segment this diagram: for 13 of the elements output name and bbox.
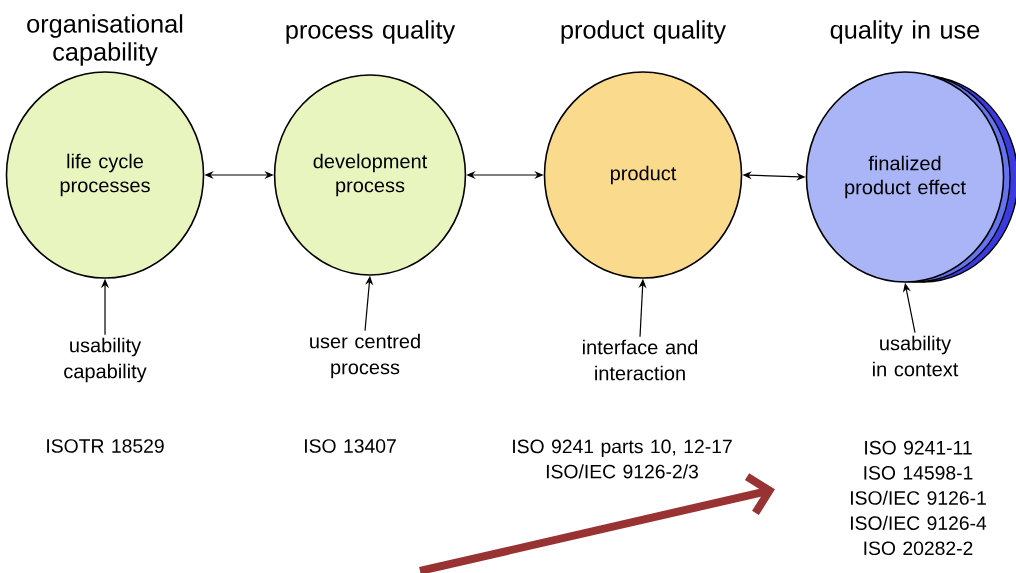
caption-text: usability capability bbox=[64, 337, 147, 383]
caption-text: user centred process bbox=[310, 333, 420, 379]
circle-heading: process quality bbox=[286, 20, 456, 44]
caption-text: interface and interaction bbox=[582, 339, 698, 381]
caption-text: ISOTR 18529 bbox=[47, 439, 164, 453]
arrow bbox=[419, 473, 775, 573]
circle-heading: product quality bbox=[561, 20, 726, 44]
caption-text: usability in context bbox=[873, 335, 959, 377]
circle-heading: organisational capability bbox=[27, 14, 183, 66]
caption-text: ISO 9241-11 ISO 14598-1 ISO/IEC 9126-1 ISO/IEC 9126-4 ISO 20282-2 bbox=[851, 440, 987, 556]
circle-heading: quality in use bbox=[830, 20, 980, 44]
caption-text: ISO 13407 bbox=[305, 439, 396, 453]
caption-text: ISO 9241 parts 10, 12-17 ISO/IEC 9126-2/3 bbox=[513, 439, 732, 479]
